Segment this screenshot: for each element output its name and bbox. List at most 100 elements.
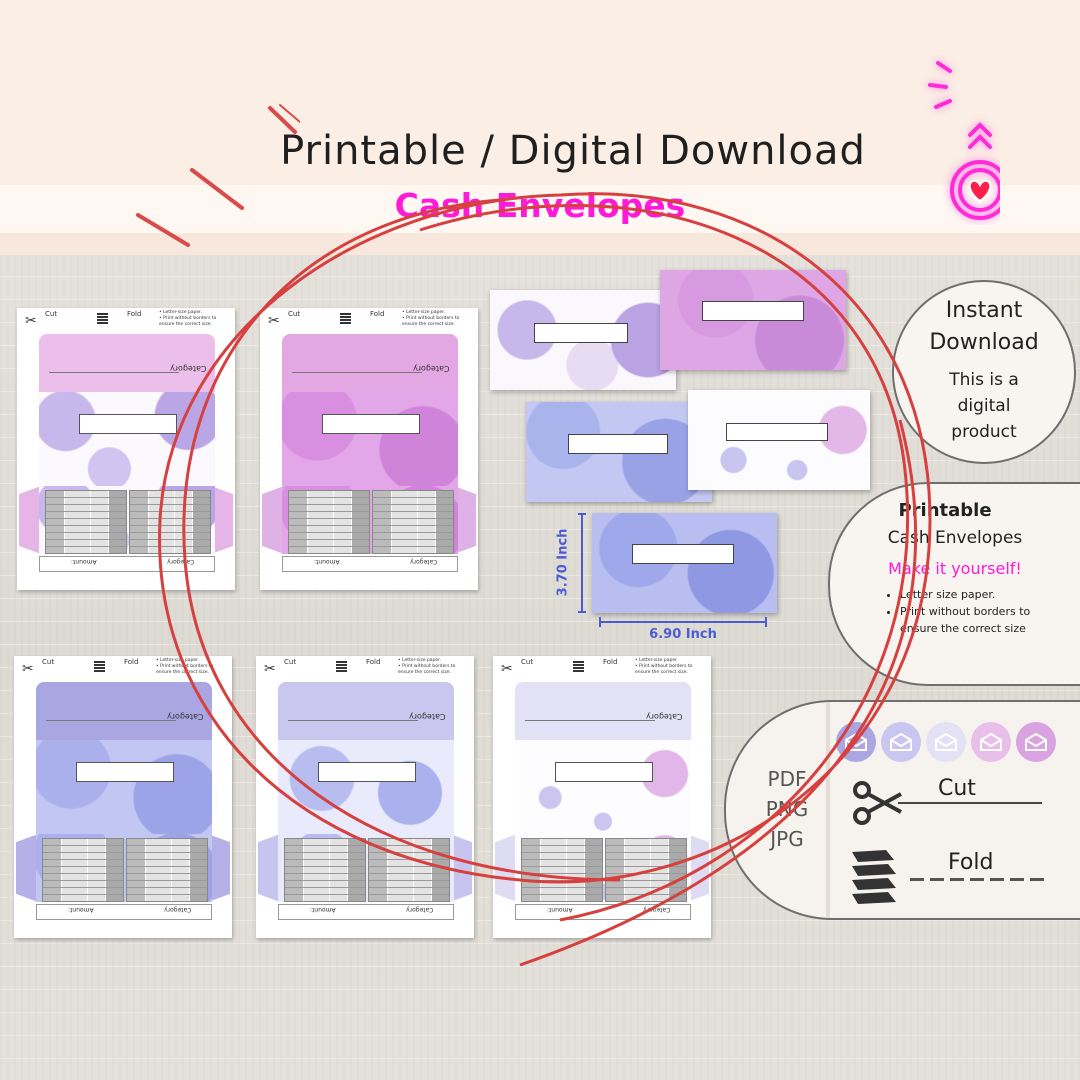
note-paper: Letter-size paper. <box>639 658 679 663</box>
category-line <box>288 720 418 721</box>
side-flap-left <box>262 486 284 554</box>
sheet-notes: • Letter-size paper.• Print without bord… <box>159 310 217 327</box>
note-paper: Letter-size paper. <box>160 658 200 663</box>
envelope-label <box>79 414 177 434</box>
dimension-markers <box>578 513 767 627</box>
note-borders: Print without borders to ensure the corr… <box>402 316 460 327</box>
flat-envelope-1 <box>490 290 676 390</box>
envelope-flap: Category <box>515 682 691 740</box>
sheet-notes: • Letter-size paper.• Print without bord… <box>156 658 214 675</box>
floral-pattern <box>515 740 691 836</box>
cut-label: Cut <box>42 658 55 666</box>
fold-icon <box>852 850 896 904</box>
make-it-yourself: Make it yourself! <box>888 559 1022 578</box>
side-flap-right <box>454 486 476 554</box>
scissors-icon: ✂ <box>268 313 280 329</box>
fold-line <box>910 878 1050 881</box>
envelope-label <box>322 414 420 434</box>
floral-pattern <box>39 392 215 488</box>
fold-label: Fold <box>370 310 385 318</box>
envelope-sheet-pink-lavender: ✂ Cut Fold • Letter-size paper.• Print w… <box>17 308 235 590</box>
flat-envelope-5 <box>592 513 777 613</box>
envelope-label <box>555 762 653 782</box>
tracker-section <box>278 834 454 902</box>
envelope-icon <box>1016 722 1056 762</box>
envelope-label <box>726 423 828 441</box>
tracker-table <box>605 838 687 902</box>
header-band-bottom <box>0 233 1080 255</box>
note-borders: Print without borders to ensure the corr… <box>398 664 456 675</box>
note-paper: Letter-size paper. <box>163 310 203 315</box>
instant-download-badge: Instant Download This is a digital produ… <box>892 280 1076 464</box>
fold-icon <box>94 661 105 673</box>
scissors-icon: ✂ <box>25 313 37 329</box>
sheet-notes: • Letter-size paper.• Print without bord… <box>635 658 693 675</box>
tracker-table <box>521 838 603 902</box>
printable-bullets: Letter size paper. Print without borders… <box>888 586 1050 637</box>
envelope-flap: Category <box>39 334 215 392</box>
fold-label: Fold <box>366 658 381 666</box>
cut-line <box>898 802 1042 804</box>
fold-icon <box>97 313 108 325</box>
envelope-footer <box>278 904 454 920</box>
side-flap-right <box>211 486 233 554</box>
tracker-section <box>282 486 458 554</box>
note-paper: Letter-size paper. <box>402 658 442 663</box>
fold-label: Fold <box>603 658 618 666</box>
tracker-table <box>42 838 124 902</box>
badge-line-download: Download <box>929 330 1039 355</box>
badge-line-2: digital <box>957 396 1011 416</box>
fold-icon <box>336 661 347 673</box>
envelope-icon <box>881 722 921 762</box>
badge-line-instant: Instant <box>945 298 1023 323</box>
tracker-table <box>129 490 211 554</box>
envelope-footer <box>36 904 212 920</box>
envelope-label <box>632 544 734 564</box>
sheet-notes: • Letter-size paper.• Print without bord… <box>398 658 456 675</box>
category-line <box>46 720 176 721</box>
fold-label: Fold <box>948 850 994 875</box>
tracker-section <box>36 834 212 902</box>
width-dimension: 6.90 Inch <box>649 627 717 642</box>
category-line <box>525 720 655 721</box>
envelope-label <box>76 762 174 782</box>
printable-subtitle: Cash Envelopes <box>887 528 1023 548</box>
side-flap-right <box>450 834 472 902</box>
side-flap-left <box>495 834 517 902</box>
envelope-flap: Category <box>278 682 454 740</box>
side-flap-left <box>258 834 280 902</box>
envelope-label <box>702 301 804 321</box>
tracker-section <box>515 834 691 902</box>
sheet-notes: • Letter-size paper.• Print without bord… <box>402 310 460 327</box>
note-borders: Print without borders to ensure the corr… <box>635 664 693 675</box>
badge-line-3: product <box>951 422 1017 442</box>
fold-label: Fold <box>127 310 142 318</box>
side-flap-left <box>16 834 38 902</box>
envelope-sheet-periwinkle: ✂ Cut Fold • Letter-size paper.• Print w… <box>14 656 232 938</box>
envelope-sheet-pink: ✂ Cut Fold • Letter-size paper.• Print w… <box>260 308 478 590</box>
side-flap-right <box>208 834 230 902</box>
subtitle-band <box>0 185 1080 233</box>
bullet-borders: Print without borders to ensure the corr… <box>900 603 1050 637</box>
category-line <box>292 372 422 373</box>
format-pdf: PDF <box>767 767 807 791</box>
floral-pattern <box>36 740 212 836</box>
flat-envelope-4 <box>688 390 870 490</box>
envelope-sheet-light-periwinkle: ✂ Cut Fold • Letter-size paper.• Print w… <box>256 656 474 938</box>
fold-icon <box>573 661 584 673</box>
envelope-label <box>534 323 628 343</box>
envelope-footer <box>515 904 691 920</box>
tracker-table <box>288 490 370 554</box>
floral-pattern <box>282 392 458 488</box>
envelope-footer <box>282 556 458 572</box>
side-flap-left <box>19 486 41 554</box>
scissors-icon: ✂ <box>501 661 513 677</box>
cut-label: Cut <box>45 310 58 318</box>
envelope-icon <box>926 722 966 762</box>
tracker-table <box>284 838 366 902</box>
printable-title: Printable <box>898 500 992 521</box>
scissors-icon <box>853 781 902 825</box>
